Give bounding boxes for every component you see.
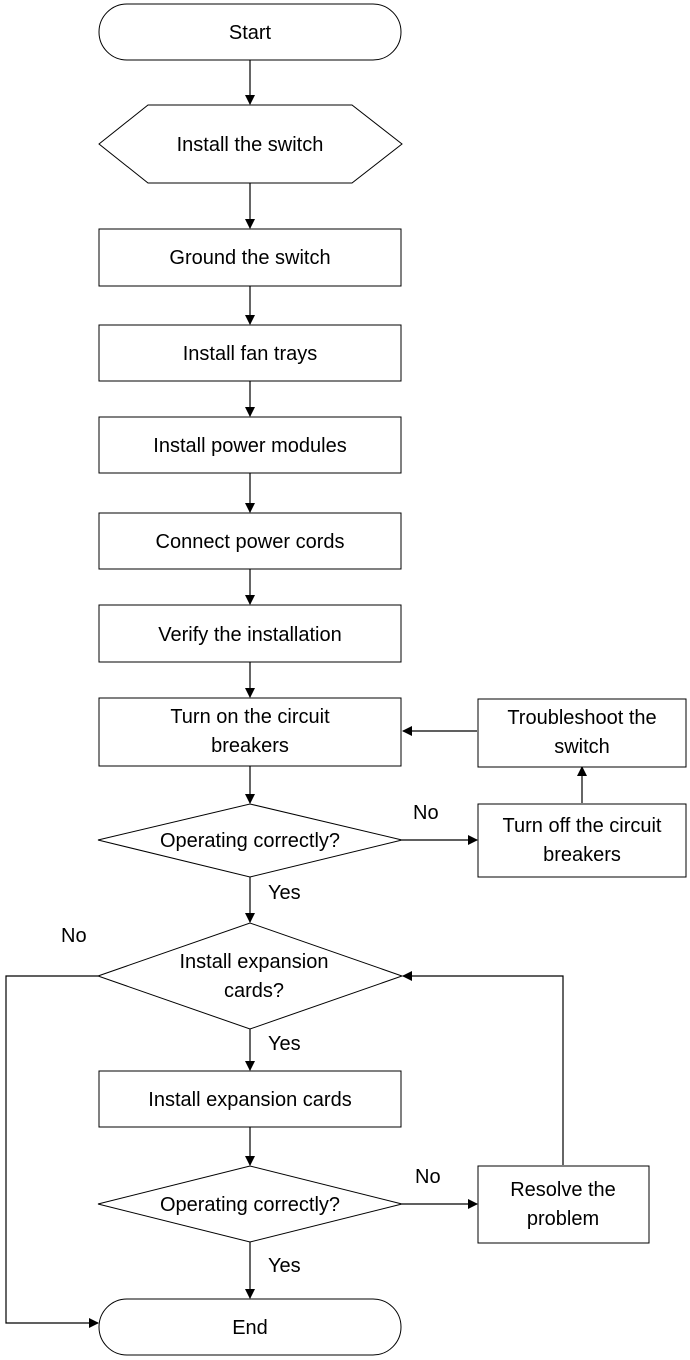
turn-on-breakers-step: Turn on the circuit breakers: [98, 697, 402, 767]
verify-installation-step: Verify the installation: [98, 604, 402, 663]
install-fan-trays-label: Install fan trays: [183, 343, 318, 365]
operating-correctly-2-label: Operating correctly?: [160, 1194, 340, 1216]
install-expansion-decision: Install expansion cards?: [96, 922, 404, 1030]
install-switch-label: Install the switch: [177, 134, 324, 156]
decision2-yes-label: Yes: [268, 1255, 301, 1277]
operating-correctly-decision-2: Operating correctly?: [97, 1165, 403, 1243]
resolve-problem-label-line2: problem: [527, 1208, 599, 1230]
install-expansion-cards-label: Install expansion cards: [148, 1089, 351, 1111]
install-switch-step: Install the switch: [98, 104, 403, 184]
troubleshoot-switch-label-line1: Troubleshoot the: [507, 707, 656, 729]
turn-off-breakers-step: Turn off the circuit breakers: [477, 803, 687, 878]
end-label: End: [232, 1317, 268, 1339]
connect-power-cords-label: Connect power cords: [156, 531, 345, 553]
install-expansion-decision-label-line1: Install expansion: [180, 951, 329, 973]
install-power-modules-step: Install power modules: [98, 416, 402, 474]
install-fan-trays-step: Install fan trays: [98, 324, 402, 382]
arrow-expansion-no-to-end: [5, 975, 99, 1328]
ground-switch-step: Ground the switch: [98, 228, 402, 287]
start-terminal: Start: [98, 3, 402, 61]
arrow-resolve-to-expansion: [402, 971, 564, 1165]
decision2-no-label: No: [415, 1166, 441, 1188]
decision1-yes-label: Yes: [268, 882, 301, 904]
resolve-problem-step: Resolve the problem: [477, 1165, 650, 1244]
connect-power-cords-step: Connect power cords: [98, 512, 402, 570]
troubleshoot-switch-label-line2: switch: [554, 736, 610, 758]
edge-labels: No Yes No Yes No Yes: [61, 802, 441, 1277]
turn-off-breakers-label-line1: Turn off the circuit: [503, 815, 662, 837]
turn-on-breakers-label-line1: Turn on the circuit: [170, 706, 330, 728]
turn-off-breakers-label-line2: breakers: [543, 844, 621, 866]
operating-correctly-1-label: Operating correctly?: [160, 830, 340, 852]
troubleshoot-switch-step: Troubleshoot the switch: [477, 698, 687, 768]
verify-installation-label: Verify the installation: [158, 624, 341, 646]
ground-switch-label: Ground the switch: [169, 247, 330, 269]
install-expansion-cards-step: Install expansion cards: [98, 1070, 402, 1128]
operating-correctly-decision-1: Operating correctly?: [97, 803, 403, 878]
decision1-no-label: No: [413, 802, 439, 824]
install-power-modules-label: Install power modules: [153, 435, 346, 457]
expansion-yes-label: Yes: [268, 1033, 301, 1055]
start-label: Start: [229, 22, 272, 44]
resolve-problem-label-line1: Resolve the: [510, 1179, 616, 1201]
turn-on-breakers-label-line2: breakers: [211, 735, 289, 757]
end-terminal: End: [98, 1298, 402, 1356]
expansion-no-label: No: [61, 925, 87, 947]
connectors: [5, 60, 587, 1328]
install-expansion-decision-label-line2: cards?: [224, 980, 284, 1002]
